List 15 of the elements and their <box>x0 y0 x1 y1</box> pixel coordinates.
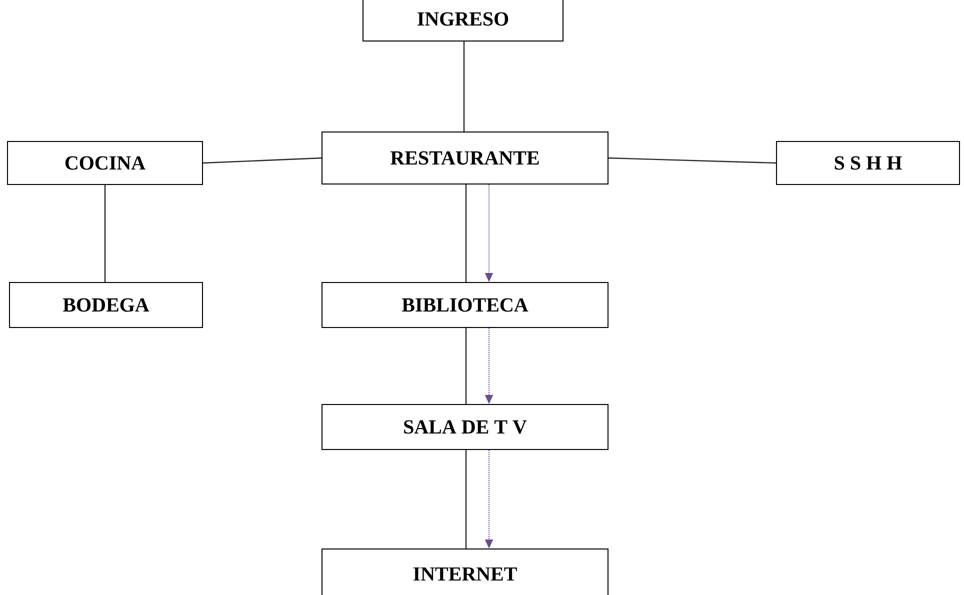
room-box: S S H H <box>776 141 960 185</box>
room-box: INTERNET <box>322 548 608 595</box>
connector <box>465 450 467 548</box>
room-box: INGRESO <box>362 0 564 42</box>
room-box: SALA DE T V <box>322 404 608 450</box>
connector <box>465 328 467 404</box>
connector <box>202 157 322 164</box>
room-box: BIBLIOTECA <box>322 282 608 328</box>
room-box: BODEGA <box>9 282 203 328</box>
room-box: RESTAURANTE <box>322 132 608 184</box>
connector <box>463 42 465 132</box>
connector <box>608 157 776 164</box>
room-box: COCINA <box>7 141 203 185</box>
connector <box>465 184 467 282</box>
connector <box>104 185 106 282</box>
